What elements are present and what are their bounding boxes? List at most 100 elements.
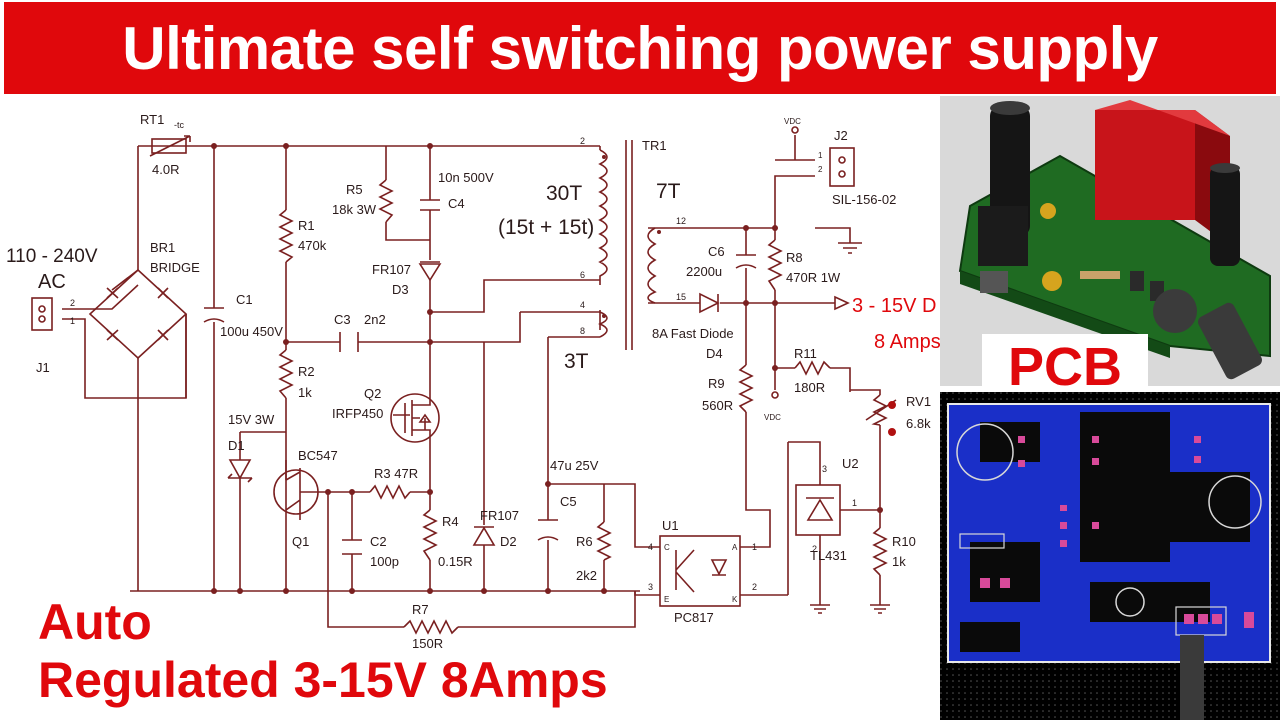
tr1-secondary (647, 227, 657, 304)
d4-diode (699, 292, 720, 314)
label-u1-pin3: 3 (648, 582, 653, 592)
rv1-wiper-dot (888, 401, 896, 409)
pcb-layout-view (940, 392, 1280, 720)
label-d1-val: 15V 3W (228, 412, 275, 427)
footer-auto: Auto (38, 594, 152, 650)
label-r11: R11 (794, 346, 817, 361)
label-r5: R5 (346, 182, 363, 197)
label-c6-val: 2200u (686, 264, 722, 279)
label-turns-3: 3T (564, 350, 589, 373)
label-j2-val: SIL-156-02 (832, 192, 896, 207)
label-r6: R6 (576, 534, 593, 549)
label-c1: C1 (236, 292, 253, 307)
d3-diode (418, 261, 442, 282)
label-u1: U1 (662, 518, 679, 533)
label-input-ac: AC (38, 271, 66, 293)
label-r3: R3 47R (374, 466, 418, 481)
label-fr107-d2: FR107 (480, 508, 519, 523)
title-banner: Ultimate self switching power supply (4, 2, 1276, 94)
label-r11-val: 180R (794, 380, 825, 395)
j1-connector (31, 297, 53, 331)
label-r7: R7 (412, 602, 429, 617)
label-j2: J2 (834, 128, 848, 143)
label-q2: Q2 (364, 386, 381, 401)
label-c5: C5 (560, 494, 577, 509)
label-r9-val: 560R (702, 398, 733, 413)
label-output-amps: 8 Amps (874, 331, 940, 353)
r2-resistor (278, 349, 294, 399)
c4-capacitor (420, 199, 440, 211)
label-d4-val: 8A Fast Diode (652, 326, 734, 341)
label-u1-pin4: 4 (648, 542, 653, 552)
label-tr1: TR1 (642, 138, 667, 153)
label-c6: C6 (708, 244, 725, 259)
label-c3-val: 2n2 (364, 312, 386, 327)
label-u1-k: K (732, 595, 738, 604)
q2-mosfet (390, 393, 440, 443)
label-u2-pin1: 1 (852, 498, 857, 508)
r3-resistor (369, 484, 411, 500)
label-d4: D4 (706, 346, 723, 361)
components (31, 126, 897, 635)
label-u1-a: A (732, 543, 738, 552)
d2-diode (472, 526, 496, 546)
c5-capacitor (537, 519, 559, 541)
label-c4-val: 10n 500V (438, 170, 494, 185)
label-u1-e: E (664, 595, 669, 604)
c3-capacitor (339, 332, 359, 352)
label-c3: C3 (334, 312, 351, 327)
r10-resistor (872, 527, 888, 576)
label-r4: R4 (442, 514, 459, 529)
r11-resistor (794, 360, 831, 376)
label-j1-pin1: 1 (70, 316, 75, 326)
label-rt1: RT1 (140, 112, 164, 127)
wires (62, 135, 890, 628)
label-r2-val: 1k (298, 385, 312, 400)
label-u2-val: TL431 (810, 548, 847, 563)
label-u2-pin3: 3 (822, 464, 827, 474)
tr1-core (625, 140, 633, 350)
c6-capacitor (735, 254, 757, 269)
u1-optocoupler (659, 535, 741, 607)
title-text: Ultimate self switching power supply (122, 14, 1158, 82)
label-br1-val: BRIDGE (150, 260, 200, 275)
r4-resistor (422, 509, 438, 561)
label-vdc-top: VDC (784, 117, 801, 126)
label-c1-val: 100u 450V (220, 324, 283, 339)
label-c4: C4 (448, 196, 465, 211)
label-j2-pin2: 2 (818, 165, 823, 174)
label-pin15: 15 (676, 292, 686, 302)
u2-tl431 (795, 484, 841, 536)
label-pin6: 6 (580, 270, 585, 280)
pcb-layout-image (940, 392, 1280, 720)
label-r1-val: 470k (298, 238, 327, 253)
pcb-badge: PCB (982, 334, 1148, 400)
label-vdc-mid: VDC (764, 413, 781, 422)
j2-connector (829, 147, 855, 187)
label-pin12: 12 (676, 216, 686, 226)
label-q1: Q1 (292, 534, 309, 549)
label-j1-pin2: 2 (70, 298, 75, 308)
junctions (211, 143, 883, 594)
rv1-end-dot (888, 428, 896, 436)
label-r9: R9 (708, 376, 725, 391)
q1-transistor (273, 469, 319, 515)
label-bc547: BC547 (298, 448, 338, 463)
label-r8: R8 (786, 250, 803, 265)
label-turns-30: 30T (546, 182, 582, 205)
label-rt1-tc: -tc (174, 120, 184, 130)
label-r7-val: 150R (412, 636, 443, 651)
label-u1-pin2: 2 (752, 582, 757, 592)
label-q2-val: IRFP450 (332, 406, 383, 421)
label-output-voltage: 3 - 15V D (852, 295, 936, 317)
tr1-primary (598, 149, 608, 280)
label-rv1-val: 6.8k (906, 416, 931, 431)
label-pin4: 4 (580, 300, 585, 310)
label-c2: C2 (370, 534, 387, 549)
label-input-voltage: 110 - 240V (6, 246, 98, 267)
label-br1: BR1 (150, 240, 175, 255)
label-turns-7: 7T (656, 180, 681, 203)
label-u2: U2 (842, 456, 859, 471)
c2-capacitor (342, 539, 362, 555)
label-u1-pin1: 1 (752, 542, 757, 552)
